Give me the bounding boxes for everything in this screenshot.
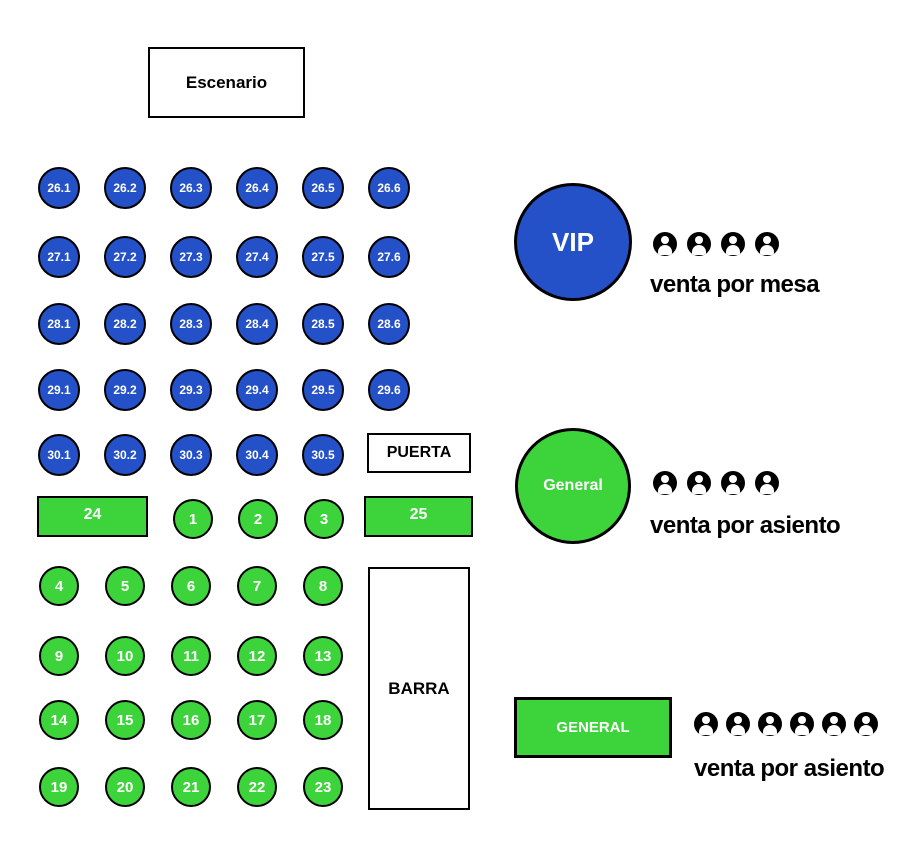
table-27-4[interactable]: 27.4 — [236, 236, 278, 278]
table-27-2[interactable]: 27.2 — [104, 236, 146, 278]
table-10[interactable]: 10 — [105, 636, 145, 676]
person-icon — [653, 232, 677, 256]
table-27-5[interactable]: 27.5 — [302, 236, 344, 278]
legend-general-table: General — [515, 428, 631, 544]
table-16[interactable]: 16 — [171, 700, 211, 740]
table-7[interactable]: 7 — [237, 566, 277, 606]
person-icon — [854, 712, 878, 736]
table-6[interactable]: 6 — [171, 566, 211, 606]
table-26-2[interactable]: 26.2 — [104, 167, 146, 209]
table-20[interactable]: 20 — [105, 767, 145, 807]
table-30-4[interactable]: 30.4 — [236, 434, 278, 476]
table-13[interactable]: 13 — [303, 636, 343, 676]
table-29-5[interactable]: 29.5 — [302, 369, 344, 411]
legend-general-long-caption: venta por asiento — [694, 755, 885, 782]
table-19[interactable]: 19 — [39, 767, 79, 807]
table-29-1[interactable]: 29.1 — [38, 369, 80, 411]
table-21[interactable]: 21 — [171, 767, 211, 807]
table-4[interactable]: 4 — [39, 566, 79, 606]
person-icon — [758, 712, 782, 736]
table-28-4[interactable]: 28.4 — [236, 303, 278, 345]
table-29-3[interactable]: 29.3 — [170, 369, 212, 411]
legend-vip-caption: venta por mesa — [650, 271, 820, 298]
table-30-5[interactable]: 30.5 — [302, 434, 344, 476]
legend-vip-seats — [653, 232, 779, 256]
table-3[interactable]: 3 — [304, 499, 344, 539]
table-27-6[interactable]: 27.6 — [368, 236, 410, 278]
table-29-4[interactable]: 29.4 — [236, 369, 278, 411]
person-icon — [653, 471, 677, 495]
table-12[interactable]: 12 — [237, 636, 277, 676]
person-icon — [687, 232, 711, 256]
table-22[interactable]: 22 — [237, 767, 277, 807]
table-9[interactable]: 9 — [39, 636, 79, 676]
table-15[interactable]: 15 — [105, 700, 145, 740]
table-30-2[interactable]: 30.2 — [104, 434, 146, 476]
table-25[interactable]: 25 — [364, 496, 473, 537]
bar-label: BARRA — [388, 678, 450, 698]
table-24[interactable]: 24 — [37, 496, 148, 537]
table-18[interactable]: 18 — [303, 700, 343, 740]
table-14[interactable]: 14 — [39, 700, 79, 740]
legend-vip-table: VIP — [514, 183, 632, 301]
table-26-5[interactable]: 26.5 — [302, 167, 344, 209]
person-icon — [721, 232, 745, 256]
table-11[interactable]: 11 — [171, 636, 211, 676]
table-30-3[interactable]: 30.3 — [170, 434, 212, 476]
table-29-2[interactable]: 29.2 — [104, 369, 146, 411]
legend-vip-label: VIP — [552, 226, 594, 257]
legend-general-long-table: GENERAL — [514, 697, 672, 758]
legend-general-label: General — [543, 477, 603, 494]
person-icon — [726, 712, 750, 736]
table-26-6[interactable]: 26.6 — [368, 167, 410, 209]
legend-general-long-seats — [694, 712, 878, 736]
table-2[interactable]: 2 — [238, 499, 278, 539]
legend-general-seats — [653, 471, 779, 495]
door-label: PUERTA — [386, 444, 452, 461]
bar: BARRA — [368, 567, 470, 810]
table-23[interactable]: 23 — [303, 767, 343, 807]
table-30-1[interactable]: 30.1 — [38, 434, 80, 476]
person-icon — [822, 712, 846, 736]
table-27-1[interactable]: 27.1 — [38, 236, 80, 278]
table-17[interactable]: 17 — [237, 700, 277, 740]
table-28-5[interactable]: 28.5 — [302, 303, 344, 345]
stage-label: Escenario — [185, 72, 268, 92]
table-28-3[interactable]: 28.3 — [170, 303, 212, 345]
table-28-1[interactable]: 28.1 — [38, 303, 80, 345]
table-27-3[interactable]: 27.3 — [170, 236, 212, 278]
legend-general-long-label: GENERAL — [556, 719, 630, 736]
person-icon — [721, 471, 745, 495]
table-28-2[interactable]: 28.2 — [104, 303, 146, 345]
stage: Escenario — [148, 47, 305, 118]
person-icon — [755, 232, 779, 256]
person-icon — [694, 712, 718, 736]
person-icon — [755, 471, 779, 495]
table-29-6[interactable]: 29.6 — [368, 369, 410, 411]
table-26-4[interactable]: 26.4 — [236, 167, 278, 209]
table-5[interactable]: 5 — [105, 566, 145, 606]
table-8[interactable]: 8 — [303, 566, 343, 606]
person-icon — [790, 712, 814, 736]
door: PUERTA — [367, 433, 471, 473]
table-1[interactable]: 1 — [173, 499, 213, 539]
table-26-1[interactable]: 26.1 — [38, 167, 80, 209]
legend-general-caption: venta por asiento — [650, 512, 841, 539]
table-26-3[interactable]: 26.3 — [170, 167, 212, 209]
person-icon — [687, 471, 711, 495]
table-28-6[interactable]: 28.6 — [368, 303, 410, 345]
